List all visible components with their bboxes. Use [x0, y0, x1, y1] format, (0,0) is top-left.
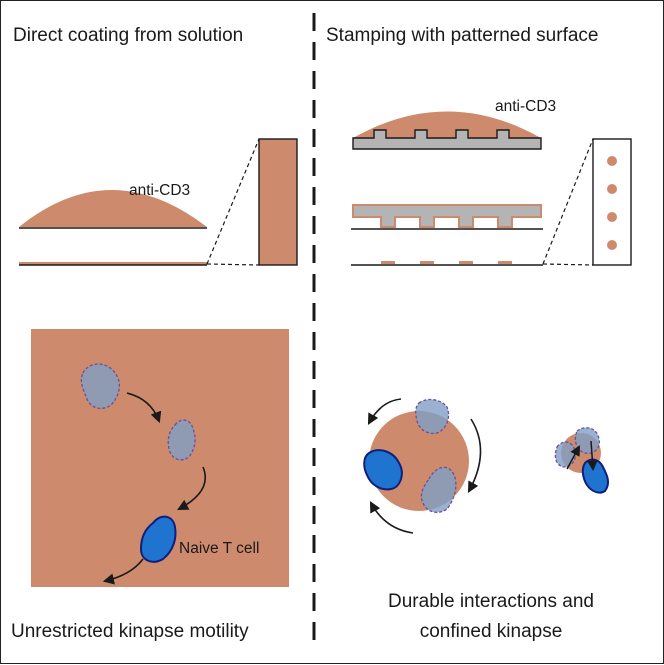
t-cell-small-spot [581, 458, 610, 494]
confined-arrow-2 [587, 440, 598, 472]
zoom-line-top-right [542, 138, 594, 265]
circling-arrow-bottom [369, 501, 414, 534]
inked-stamp [352, 129, 542, 150]
cell-ghost-bottom [420, 466, 457, 514]
zoom-line-bottom-right [542, 263, 594, 266]
t-cell-on-spot [363, 449, 403, 491]
cell-ghost-top [415, 398, 450, 435]
motility-arrow-1 [126, 392, 162, 424]
inset-dot-3 [607, 212, 617, 222]
left-anti-cd3-label: anti-CD3 [129, 182, 190, 199]
inset-dot-2 [607, 184, 617, 194]
cell-ghost-1 [80, 363, 121, 410]
motility-arrow-2 [177, 466, 207, 511]
left-panel-caption: Unrestricted kinapse motility [11, 621, 249, 642]
inset-dot-4 [607, 240, 617, 250]
cell-ghost-small-1 [554, 441, 577, 468]
right-panel-title: Stamping with patterned surface [326, 25, 599, 46]
circling-arrow-right [467, 418, 482, 493]
stamp-on-surface [352, 204, 542, 228]
right-panel-caption-line2: confined kinapse [420, 621, 563, 642]
pattern-dot-2 [420, 261, 434, 264]
motility-arrow-3 [102, 558, 144, 585]
right-anti-cd3-label: anti-CD3 [495, 98, 556, 115]
pattern-dot-4 [498, 261, 512, 264]
cell-ghost-2 [167, 419, 196, 461]
circling-arrow-top [367, 398, 402, 425]
right-panel-caption-line1: Durable interactions and [388, 591, 594, 612]
uniform-coating-inset [258, 138, 298, 266]
naive-t-cell [139, 515, 177, 563]
confined-arrow-1 [566, 445, 581, 470]
stamp-ink-droplet [353, 111, 541, 138]
inset-dot-1 [607, 156, 617, 166]
zoom-line-top [206, 138, 260, 265]
cell-ghost-small-2 [574, 427, 600, 455]
pattern-dot-3 [459, 261, 473, 264]
zoom-line-bottom [206, 263, 260, 266]
coated-surface-layer [19, 262, 207, 265]
left-panel-title: Direct coating from solution [13, 25, 243, 46]
naive-t-cell-label: Naive T cell [179, 540, 259, 557]
pattern-dot-1 [381, 261, 395, 264]
coating-droplet [19, 190, 207, 227]
